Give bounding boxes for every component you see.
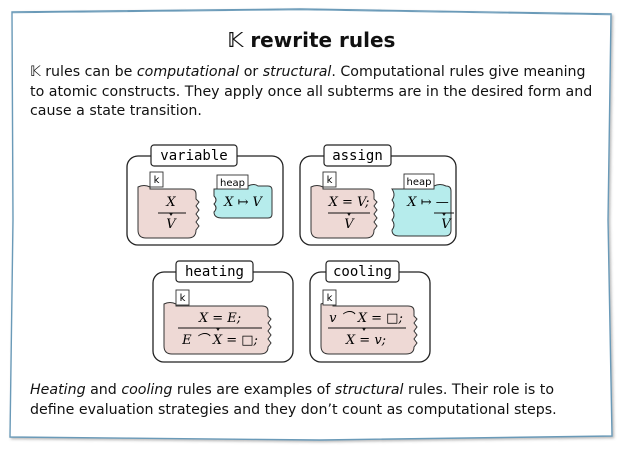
term-cooling: cooling [121,382,173,398]
term-structural: structural [262,64,332,80]
intro-paragraph: 𝕂 rules can be computational or structur… [30,64,593,119]
page-title: 𝕂 rewrite rules [227,28,396,52]
outro-paragraph: Heating and cooling rules are examples o… [30,382,557,418]
term-structural-2: structural [334,382,404,398]
term-computational: computational [136,64,240,80]
k-symbol: 𝕂 [30,64,41,80]
term-heating: Heating [30,382,86,398]
